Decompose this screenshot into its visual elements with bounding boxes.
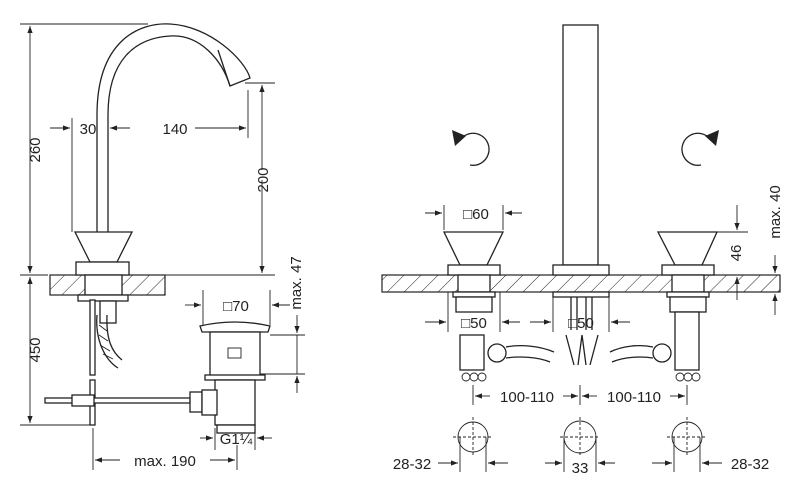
- mounting-holes: [438, 417, 722, 472]
- dim-spacing-left: 100-110: [500, 389, 554, 406]
- single-lever-faucet-side-view: 260 450 200 30 140 □70 max. 47 G1¼ max. …: [20, 23, 305, 470]
- dim-drain-max: max. 47: [288, 256, 305, 309]
- supply-hose: [96, 314, 123, 369]
- drain-body: [209, 331, 261, 378]
- dim-hole-right: 28-32: [731, 456, 769, 473]
- dim-total-height: 260: [27, 137, 44, 162]
- drain-linkage-rod: [44, 397, 191, 404]
- handle-right: [609, 231, 719, 382]
- rotation-arrow-left-icon: [452, 130, 490, 166]
- dim-spout-width: 30: [80, 121, 97, 138]
- mounting-flange: [77, 294, 129, 302]
- gooseneck-spout: [96, 23, 251, 232]
- center-spout: [562, 24, 599, 266]
- drain-cap: [199, 321, 271, 333]
- dim-spout-height: 200: [255, 167, 272, 192]
- handle-left: [442, 231, 555, 382]
- countertop-section-right: [381, 274, 781, 293]
- pop-up-rod: [89, 299, 96, 376]
- dim-handle-height: 46: [728, 245, 745, 262]
- rotation-arrow-right-icon: [681, 130, 719, 166]
- lever-cone: [73, 231, 134, 263]
- dim-drain-thread: G1¼: [220, 431, 253, 448]
- dim-hole-center: 33: [572, 460, 589, 477]
- dim-base-center: □50: [568, 315, 594, 332]
- dim-spout-reach: 140: [162, 121, 187, 138]
- dim-drain-cap: □70: [223, 298, 249, 315]
- dim-handle-top: □60: [463, 206, 489, 223]
- base-plate: [75, 261, 130, 276]
- dim-rod-max: max. 190: [134, 453, 196, 470]
- three-hole-faucet-front-view: □60 □50 □50 46 max. 40 100-110 100-110 2…: [381, 24, 784, 477]
- dim-below-counter: 450: [27, 337, 44, 362]
- dim-spacing-right: 100-110: [607, 389, 661, 406]
- dim-base-left: □50: [461, 315, 487, 332]
- dim-hole-left: 28-32: [393, 456, 431, 473]
- dim-counter-max: max. 40: [767, 185, 784, 238]
